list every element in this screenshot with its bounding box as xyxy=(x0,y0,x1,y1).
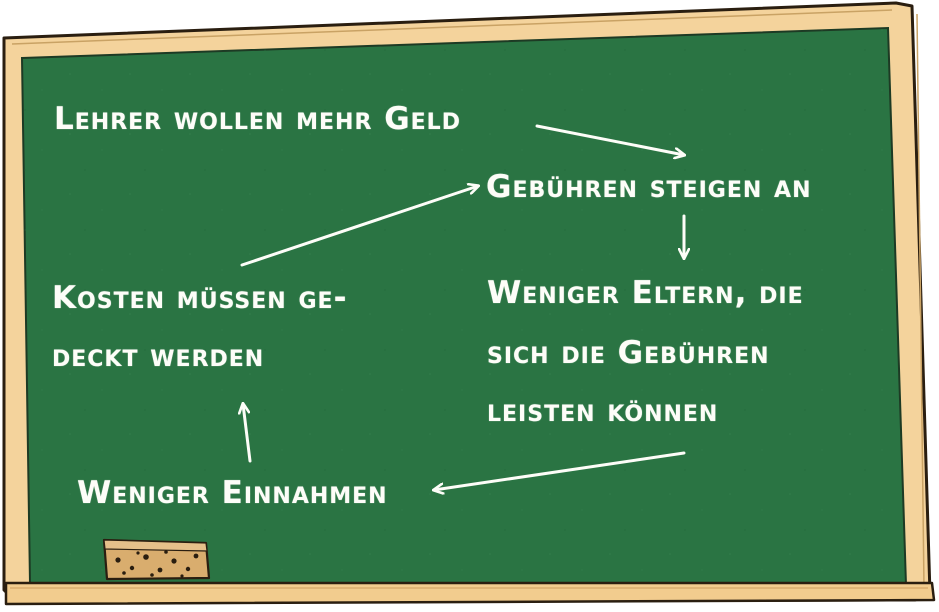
node-kosten-line-1: Kosten müssen ge- xyxy=(52,280,348,316)
node-weniger-eltern-line-3: leisten können xyxy=(487,393,719,429)
node-weniger-eltern-line-1: Weniger Eltern, die xyxy=(487,275,804,311)
node-weniger-eltern-line-2: sich die Gebühren xyxy=(487,335,770,371)
arrow-lehrer-to-gebuehren xyxy=(535,124,684,155)
arrow-weniger-eltern-to-einnahmen xyxy=(434,451,686,490)
node-gebuehren-steigen-an: Gebühren steigen an xyxy=(486,169,812,205)
chalk-ledge xyxy=(4,581,936,606)
arrow-einnahmen-to-kosten xyxy=(243,404,252,463)
arrow-kosten-to-gebuehren xyxy=(240,186,478,267)
node-weniger-einnahmen: Weniger Einnahmen xyxy=(77,475,388,511)
node-lehrer-wollen-mehr-geld: Lehrer wollen mehr Geld xyxy=(54,101,461,137)
eraser xyxy=(102,538,211,581)
node-kosten-line-2: deckt werden xyxy=(52,338,265,374)
